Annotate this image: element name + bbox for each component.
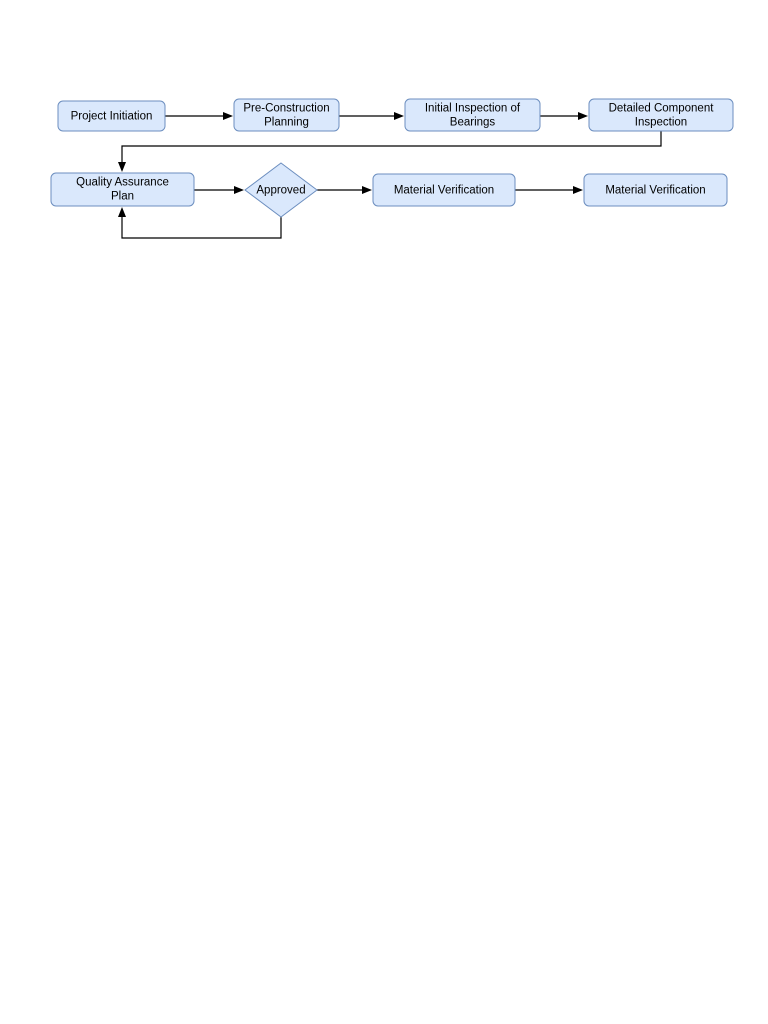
node-initial-inspection-of-bearings[interactable]: Initial Inspection of Bearings [404, 98, 541, 132]
node-shape-rounded-rectangle [588, 98, 734, 132]
arrowhead-icon [362, 186, 372, 194]
arrowhead-icon [118, 207, 126, 217]
node-shape-rounded-rectangle [50, 172, 195, 207]
node-shape-rounded-rectangle [583, 173, 728, 207]
node-label: Approved [256, 185, 305, 197]
node-quality-assurance-plan[interactable]: Quality Assurance Plan [50, 172, 195, 207]
arrowhead-icon [578, 112, 588, 120]
node-label-line-2: Inspection [635, 117, 687, 129]
node-shape-rounded-rectangle [372, 173, 516, 207]
edge-quality-assurance-plan-to-approved[interactable] [194, 186, 244, 194]
edge-line [121, 131, 662, 165]
node-shape-rounded-rectangle [57, 100, 166, 132]
node-shape-rounded-rectangle [233, 98, 340, 132]
node-label-line-2: Bearings [450, 117, 496, 129]
node-shape-rounded-rectangle [404, 98, 541, 132]
node-detailed-component-inspection[interactable]: Detailed Component Inspection [588, 98, 734, 132]
edge-approved-to-quality-assurance-plan-feedback[interactable] [118, 207, 282, 239]
node-label: Material Verification [605, 185, 705, 197]
edge-layer [118, 112, 662, 239]
node-material-verification-1[interactable]: Material Verification [372, 173, 516, 207]
edge-initial-inspection-of-bearings-to-detailed-component-inspection[interactable] [540, 112, 588, 120]
arrowhead-icon [234, 186, 244, 194]
node-project-initiation[interactable]: Project Initiation [57, 100, 166, 132]
arrowhead-icon [573, 186, 583, 194]
edge-approved-to-material-verification-1[interactable] [317, 186, 372, 194]
node-label-line-1: Pre-Construction [243, 103, 329, 115]
edge-detailed-component-inspection-to-quality-assurance-plan[interactable] [118, 131, 662, 172]
edge-line [121, 214, 282, 239]
node-label: Project Initiation [71, 111, 153, 123]
node-label-line-1: Detailed Component [609, 103, 715, 115]
node-approved-decision[interactable]: Approved [244, 162, 318, 218]
node-label-line-1: Initial Inspection of [425, 103, 521, 115]
node-shape-diamond [244, 162, 318, 218]
arrowhead-icon [223, 112, 233, 120]
arrowhead-icon [394, 112, 404, 120]
node-pre-construction-planning[interactable]: Pre-Construction Planning [233, 98, 340, 132]
edge-material-verification-1-to-material-verification-2[interactable] [515, 186, 583, 194]
node-material-verification-2[interactable]: Material Verification [583, 173, 728, 207]
node-label-line-1: Quality Assurance [76, 177, 169, 189]
node-label-line-2: Planning [264, 117, 309, 129]
edge-pre-construction-planning-to-initial-inspection-of-bearings[interactable] [339, 112, 404, 120]
edge-project-initiation-to-pre-construction-planning[interactable] [165, 112, 233, 120]
node-label-line-2: Plan [111, 191, 134, 203]
node-layer: Project Initiation Pre-Construction Plan… [50, 98, 734, 218]
node-label: Material Verification [394, 185, 494, 197]
arrowhead-icon [118, 162, 126, 172]
